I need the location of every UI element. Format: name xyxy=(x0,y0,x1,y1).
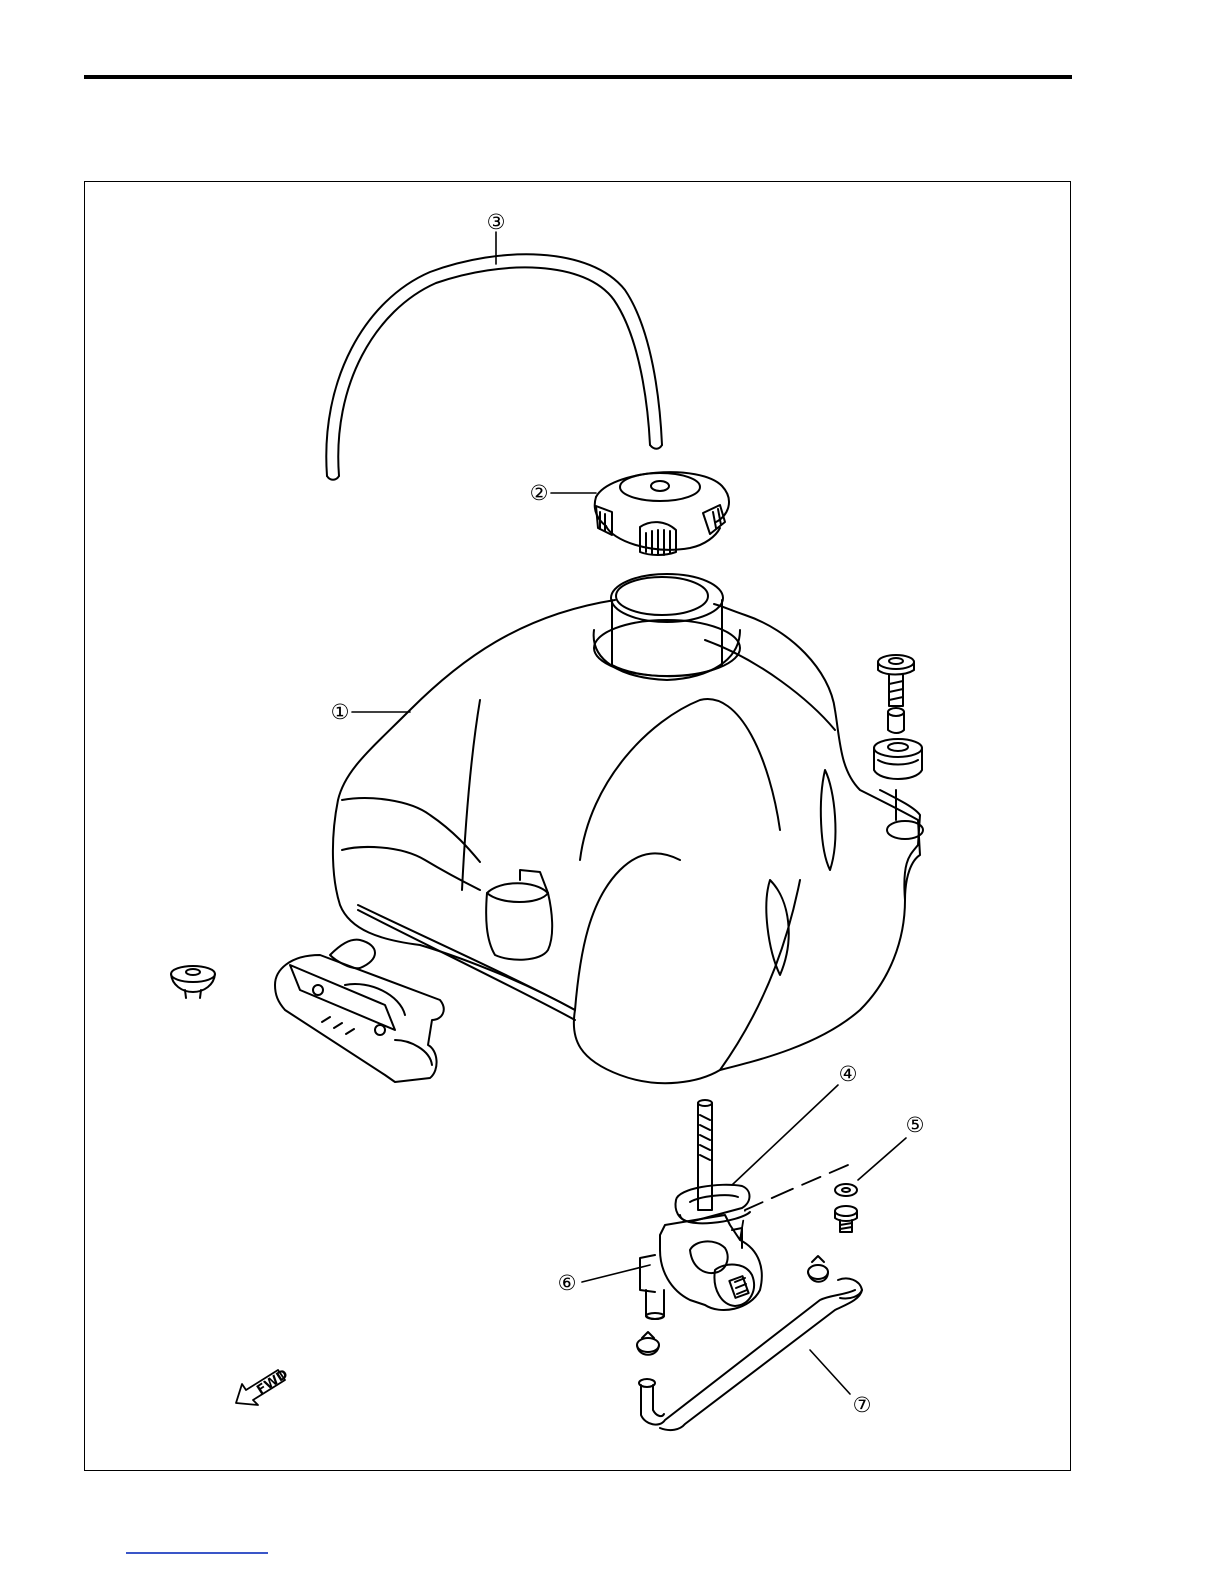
mount-bolt-assembly xyxy=(874,655,922,820)
leader-lines xyxy=(352,232,906,1394)
callout-1: ① xyxy=(331,700,350,724)
fuel-valve xyxy=(640,1100,762,1319)
callout-2: ② xyxy=(530,481,549,505)
fwd-direction-arrow: FWD xyxy=(236,1367,291,1405)
callout-5: ⑤ xyxy=(906,1113,925,1137)
footer-link-rule[interactable] xyxy=(126,1552,268,1554)
breather-hose xyxy=(326,254,662,479)
fwd-label: FWD xyxy=(254,1367,291,1398)
callout-4: ④ xyxy=(839,1062,858,1086)
assembly-guide-lines xyxy=(740,1165,848,1240)
callout-6: ⑥ xyxy=(558,1271,577,1295)
fuel-tank xyxy=(333,574,923,1083)
fuel-cap xyxy=(595,472,729,555)
washer-and-bolt xyxy=(835,1184,857,1232)
tank-bracket xyxy=(275,940,444,1082)
callout-7: ⑦ xyxy=(853,1393,872,1417)
grommet-left xyxy=(171,966,215,998)
callout-3: ③ xyxy=(487,210,506,234)
